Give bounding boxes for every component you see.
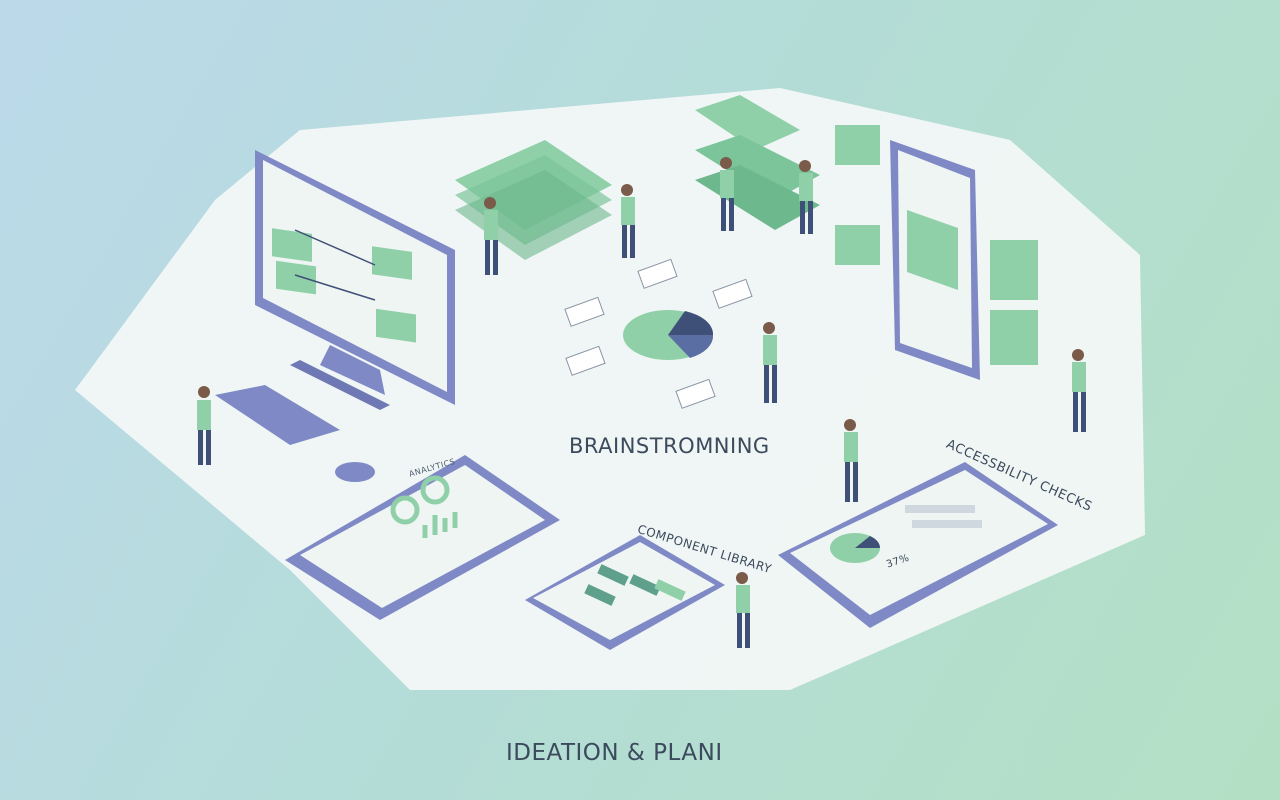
person (844, 419, 858, 502)
flow-node (272, 228, 312, 262)
flow-node (372, 246, 412, 280)
phone (835, 125, 1038, 380)
brainstorm-pie (623, 310, 714, 360)
monitor (255, 150, 455, 410)
footer-caption: IDEATION & PLANI (506, 740, 723, 766)
tablet-analytics (285, 455, 560, 620)
flow-node (276, 260, 316, 295)
brainstorming-label: BRAINSTROMNING (569, 434, 770, 458)
side-card (990, 240, 1038, 300)
person (763, 322, 777, 403)
person (197, 386, 211, 465)
side-card (835, 225, 880, 265)
people (197, 157, 1086, 648)
mindmap-notes (564, 258, 753, 409)
person (736, 572, 750, 648)
person (799, 160, 813, 234)
person (720, 157, 734, 231)
person (621, 184, 635, 258)
side-card (990, 310, 1038, 365)
person (484, 197, 498, 275)
tablet-accessibility (778, 462, 1058, 628)
component-board (525, 535, 725, 650)
keyboard (215, 385, 340, 445)
person (1072, 349, 1086, 432)
side-card (835, 125, 880, 165)
flow-node (376, 308, 416, 343)
mouse (335, 462, 375, 482)
